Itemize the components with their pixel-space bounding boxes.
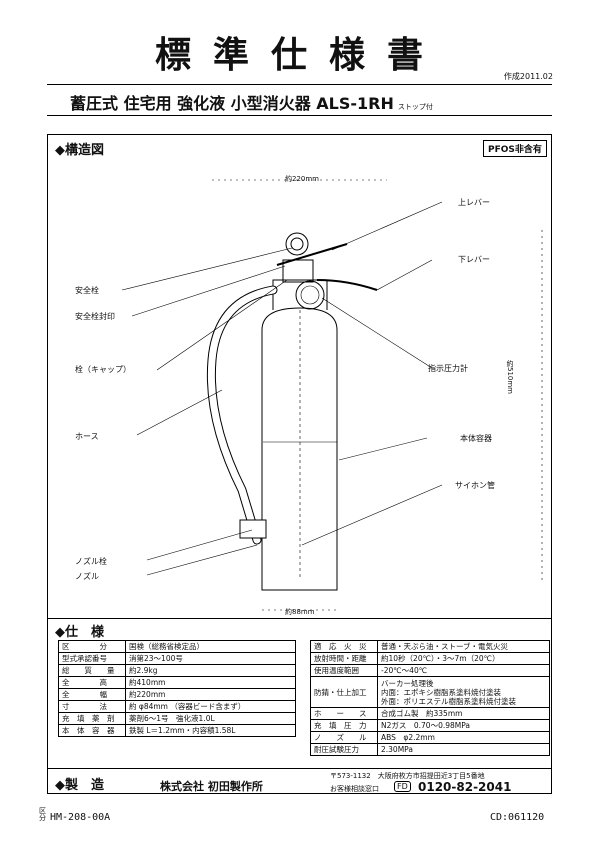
safety-pin-ring (285, 232, 309, 256)
label-body-container: 本体容器 (460, 434, 492, 443)
table-row: 寸 法約 φ84mm （容器ビード含まず） (58, 700, 296, 713)
structure-heading: ◆構造図 (55, 143, 104, 158)
subtitle-rule (47, 115, 552, 116)
label-upper-lever: 上レバー (458, 198, 490, 207)
table-row: 全 幅約220mm (58, 688, 296, 701)
label-hose: ホース (75, 432, 99, 441)
label-cap: 栓（キャップ） (75, 365, 131, 374)
spec-table-right: 適 応 火 災普通・天ぷら油・ストーブ・電気火災 放射時間・距離約10秒（20℃… (310, 640, 550, 756)
table-row: 本 体 容 器鉄製 L＝1.2mm・内容積1.58L (58, 724, 296, 737)
spec-divider (47, 618, 552, 619)
extinguisher-body (261, 307, 338, 591)
structure-diagram (121, 179, 543, 611)
label-nozzle: ノズル (75, 572, 99, 581)
upper-lever (276, 243, 348, 266)
pressure-gauge (295, 280, 325, 310)
height-dimension: 約510mm (506, 360, 514, 394)
label-safety-pin-seal: 安全栓封印 (75, 312, 115, 321)
product-name: 蓄圧式 住宅用 強化液 小型消火器 ALS-1RH (70, 94, 394, 113)
company-address: 〒573-1132 大阪府枚方市招提田近3丁目5番地 (330, 772, 485, 780)
table-row: 総 質 量約2.9kg (58, 664, 296, 677)
cd-code: CD:061120 (490, 812, 545, 823)
spec-heading: ◆仕 様 (55, 625, 104, 640)
label-nozzle-plug: ノズル栓 (75, 557, 107, 566)
pfos-badge: PFOS非含有 (483, 140, 547, 157)
header-rule (47, 84, 552, 85)
body-diameter-dimension: 約88mm (285, 608, 315, 616)
free-dial-icon: FD (394, 781, 411, 792)
document-code: HM-208-00A (50, 812, 111, 823)
contact-phone: 0120-82-2041 (418, 780, 512, 794)
footer-side-mark: 区分 (39, 807, 46, 822)
table-row: 型式承認番号消第23～100号 (58, 652, 296, 665)
table-row: ホ ー ス合成ゴム製 約335mm (310, 707, 550, 720)
table-row: 防錆・仕上加工バーカー処理後 内面：エポキシ樹脂系塗料焼付塗装 外面：ポリエステ… (310, 676, 550, 708)
width-dimension: 約220mm (285, 175, 319, 183)
spec-table-left: 区 分国検（総務省検定品） 型式承認番号消第23～100号 総 質 量約2.9k… (58, 640, 296, 737)
label-siphon-tube: サイホン管 (455, 481, 495, 490)
label-lower-lever: 下レバー (458, 255, 490, 264)
maker-heading: ◆製 造 (55, 778, 104, 793)
table-row: 区 分国検（総務省検定品） (58, 640, 296, 653)
contact-label: お客様相談窓口 (330, 785, 379, 793)
table-row: 使用温度範囲-20℃～40℃ (310, 664, 550, 677)
company-name: 株式会社 初田製作所 (160, 780, 263, 793)
lower-lever (316, 279, 378, 291)
spec-frame (47, 134, 552, 794)
maker-divider (47, 768, 552, 769)
table-row: 全 高約410mm (58, 676, 296, 689)
table-row: 放射時間・距離約10秒（20℃）・3～7m（20℃） (310, 652, 550, 665)
page-title: 標準仕様書 (154, 35, 445, 76)
label-pressure-gauge: 指示圧力計 (428, 364, 468, 373)
nozzle-holder (239, 519, 267, 539)
label-safety-pin: 安全栓 (75, 286, 99, 295)
table-row: 適 応 火 災普通・天ぷら油・ストーブ・電気火災 (310, 640, 550, 653)
document-date: 作成2011.02 (503, 72, 553, 81)
table-row: 充 填 薬 剤薬剤6～1号 強化液1.0L (58, 712, 296, 725)
product-tag: ストップ付 (397, 103, 433, 111)
